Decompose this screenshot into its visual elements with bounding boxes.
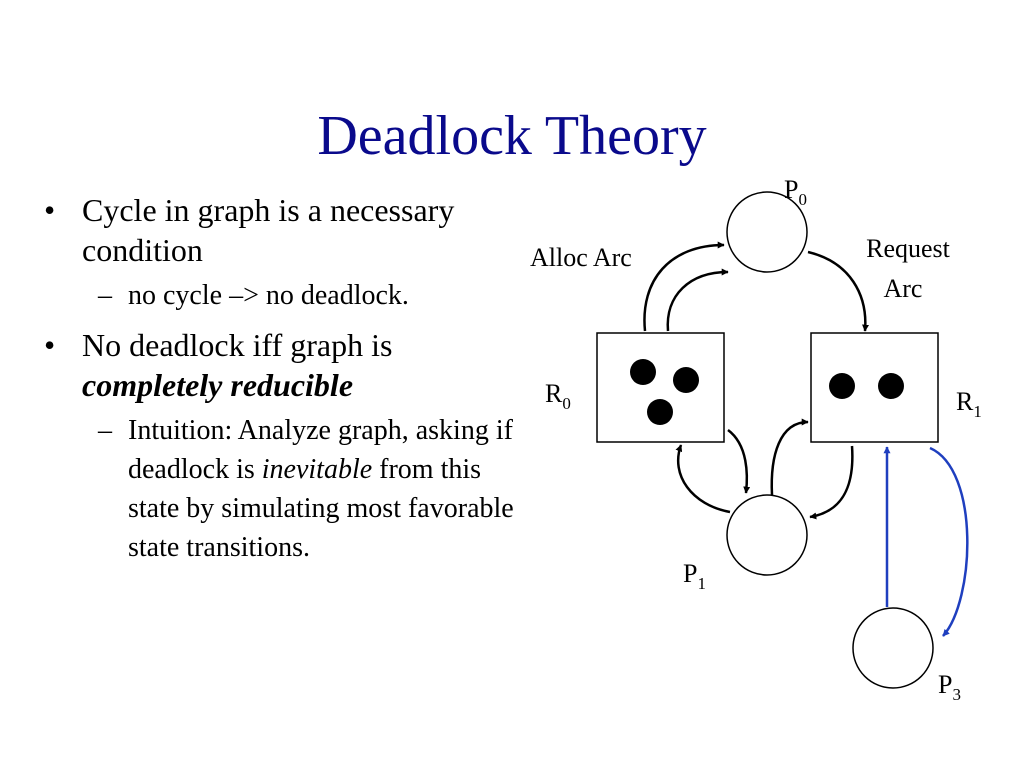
arc-p0-to-r1 bbox=[807, 250, 870, 332]
sub-bullet-mark: – bbox=[98, 415, 112, 446]
sub-bullet-text-after: from this state by simulating most favor… bbox=[128, 454, 514, 563]
sub-bullet-intuition: – Intuition: Analyze graph, asking if de… bbox=[40, 411, 520, 567]
arc-r1-to-p3 bbox=[929, 446, 969, 637]
bullet-list: • Cycle in graph is a necessary conditio… bbox=[40, 190, 520, 577]
label-alloc-arc: Alloc Arc bbox=[530, 243, 632, 272]
sub-bullet-text: Intuition: Analyze graph, asking if dead… bbox=[128, 415, 513, 485]
label-r1: R1 bbox=[956, 387, 982, 421]
resource-instance-dot bbox=[673, 367, 699, 393]
bullet-emphasis: completely reducible bbox=[82, 367, 354, 403]
resource-instance-dot bbox=[647, 399, 673, 425]
label-p1: P1 bbox=[683, 559, 706, 593]
resource-instance-dot bbox=[878, 373, 904, 399]
process-node-p0 bbox=[726, 191, 808, 273]
bullet-cycle-condition: • Cycle in graph is a necessary conditio… bbox=[40, 190, 520, 270]
arc-r0-to-p0 bbox=[643, 241, 725, 332]
sub-bullet-mark: – bbox=[98, 280, 112, 311]
resource-instance-dot bbox=[630, 359, 656, 385]
label-r0: R0 bbox=[545, 379, 571, 413]
bullet-text: Cycle in graph is a necessary condition bbox=[82, 192, 455, 268]
bullet-mark: • bbox=[44, 192, 56, 228]
resource-node-r0 bbox=[596, 332, 725, 443]
sub-bullet-emphasis: inevitable bbox=[261, 454, 373, 485]
slide-title: Deadlock Theory bbox=[317, 105, 707, 167]
sub-bullet-no-cycle: – no cycle –> no deadlock. bbox=[40, 276, 520, 315]
arc-r1-to-p1 bbox=[809, 445, 854, 520]
bullet-mark: • bbox=[44, 327, 56, 363]
arc-p1-to-r0 bbox=[675, 444, 731, 514]
process-node-p1 bbox=[726, 494, 808, 576]
label-p0: P0 bbox=[784, 175, 807, 209]
label-p3: P3 bbox=[938, 670, 961, 704]
arc-r0-to-p0-second bbox=[666, 268, 729, 332]
arc-p1-to-r1 bbox=[770, 418, 809, 496]
bullet-completely-reducible: • No deadlock iff graph is completely re… bbox=[40, 325, 520, 405]
label-request-arc-line2: Arc bbox=[884, 274, 923, 303]
process-node-p3 bbox=[852, 607, 934, 689]
bullet-text: No deadlock iff graph is bbox=[82, 327, 393, 363]
resource-instance-dot bbox=[829, 373, 855, 399]
label-request-arc-line1: Request bbox=[866, 234, 951, 263]
sub-bullet-text: no cycle –> no deadlock. bbox=[128, 280, 409, 311]
arc-r0-to-p1 bbox=[727, 429, 751, 494]
